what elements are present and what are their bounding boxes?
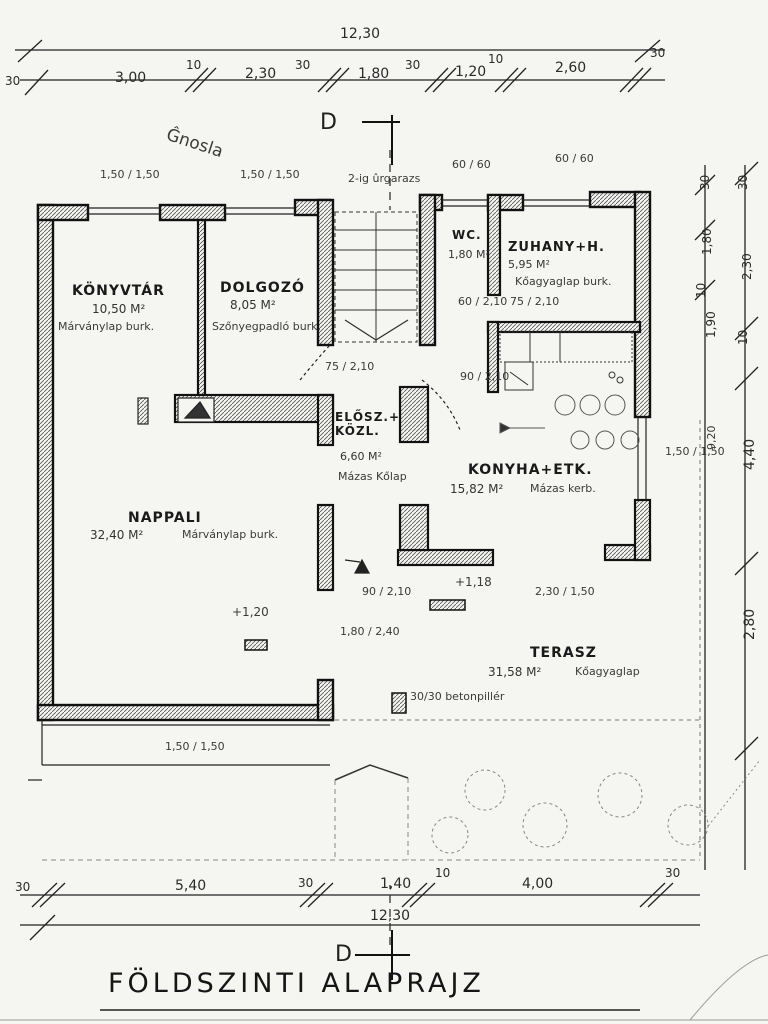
room-living-finish: Márványlap burk. [182,528,279,541]
right-dim-inner-3: 1,90 [704,311,718,338]
window-south-label: 1,50 / 1,50 [165,740,225,753]
right-dim-inner-6: 30 [736,174,750,190]
window-bath-label: 60 / 60 [555,152,594,165]
top-dim-seg-3: 30 [295,58,311,72]
door-kitchen-label: 90 / 2,10 [460,370,510,383]
kitchen-fixtures [499,394,640,450]
bottom-dimension-line [20,882,700,941]
top-dim-seg-2: 2,30 [245,66,277,82]
terrace-outline [335,420,701,860]
door-entry-label: 90 / 2,10 [362,585,412,598]
opening-e-label: 2,30 / 1,50 [535,585,595,598]
page-title: FÖLDSZINTI ALAPRAJZ [108,968,485,999]
bottom-dim-seg-0: 5,40 [175,878,207,894]
room-terrace-name: TERASZ [530,645,597,661]
top-dim-seg-1: 10 [186,58,202,72]
terrace-door-label: 1,80 / 2,40 [340,625,400,638]
right-dimension-line [694,161,759,870]
bottom-dim-seg-3: 10 [435,866,451,880]
room-kitchen-finish: Mázas kerb. [530,482,596,495]
post-label: 30/30 betonpillér [410,690,505,703]
top-dimension-line [15,39,665,96]
door-bath-label: 75 / 2,10 [510,295,560,308]
room-study-name: DOLGOZÓ [220,280,305,296]
window-library-label: 1,50 / 1,50 [100,168,160,181]
right-dim-outer-1: 2,80 [742,608,758,640]
level-2-label: +1,18 [455,575,492,589]
room-bath-name: ZUHANY+H. [508,240,605,255]
terrace-posts [244,599,466,714]
room-library-area: 10,50 M² [92,302,146,316]
window-study-label: 1,50 / 1,50 [240,168,300,181]
right-dim-inner-1: 1,80 [700,228,714,255]
right-dim-outer-0: 4,40 [742,438,758,470]
room-kitchen-area: 15,82 M² [450,482,504,496]
bottom-dim-seg-4: 4,00 [522,876,554,892]
top-dim-seg-6: 1,20 [455,64,487,80]
room-living-name: NAPPALI [128,510,202,526]
top-dim-seg-5: 30 [405,58,421,72]
room-wc-name: WC. [452,228,482,242]
room-library-name: KÖNYVTÁR [72,283,165,299]
window-wc-label: 60 / 60 [452,158,491,171]
room-bath-area: 5,95 M² [508,258,550,271]
section-marker-bottom-label: D [335,942,352,967]
section-marker-top [362,115,400,165]
room-terrace-finish: Kőagyaglap [575,665,640,678]
staircase [334,150,418,945]
corner-arc [689,954,768,1021]
room-study-finish: Szőnyegpadló burk. [212,320,322,333]
top-dim-seg-0: 3,00 [115,70,147,86]
room-hall-finish: Mázas Kőlap [338,470,407,483]
bottom-overall-dim: 12,30 [370,908,411,924]
bottom-dim-seg-1: 30 [298,876,314,890]
room-library-finish: Márványlap burk. [58,320,155,333]
room-wc-area: 1,80 M² [448,248,490,261]
door-wc-label: 60 / 2,10 [458,295,508,308]
right-dim-inner-0: 30 [698,174,712,190]
bottom-dim-left-margin: 30 [15,880,31,894]
room-hall-name: ELŐSZ.+ KÖZL. [335,410,401,438]
right-dim-inner-2: 10 [694,282,708,298]
room-study-area: 8,05 M² [230,298,276,312]
door-library-label: 75 / 2,10 [325,360,375,373]
stair-note: 2-ig ûrgarazs [348,172,421,185]
room-terrace-area: 31,58 M² [488,665,542,679]
bathroom-fixtures [499,331,633,391]
top-dim-right-margin: 30 [650,46,666,60]
garden-area [42,759,761,861]
top-dim-left-margin: 30 [5,74,21,88]
exterior-walls [36,190,652,722]
room-hall-area: 6,60 M² [340,450,382,463]
level-1-label: +1,20 [232,605,269,619]
room-kitchen-name: KONYHA+ETK. [468,462,593,478]
section-marker-top-label: D [320,110,337,135]
right-dim-inner-4: 10 [736,329,750,345]
room-bath-finish: Kőagyaglap burk. [515,275,612,288]
top-dim-seg-4: 1,80 [358,66,390,82]
openings-strokes [28,199,647,781]
room-living-area: 32,40 M² [90,528,144,542]
bottom-dim-right-margin: 30 [665,866,681,880]
right-dim-inner-5: 2,30 [740,253,754,280]
section-marker-bottom [355,930,410,980]
top-dim-seg-8: 2,60 [555,60,587,76]
bottom-dim-seg-2: 1,40 [380,876,412,892]
window-kitchen-label: 1,50 / 1,50 [665,445,725,458]
top-overall-dim: 12,30 [340,26,381,42]
top-dim-seg-7: 10 [488,52,504,66]
